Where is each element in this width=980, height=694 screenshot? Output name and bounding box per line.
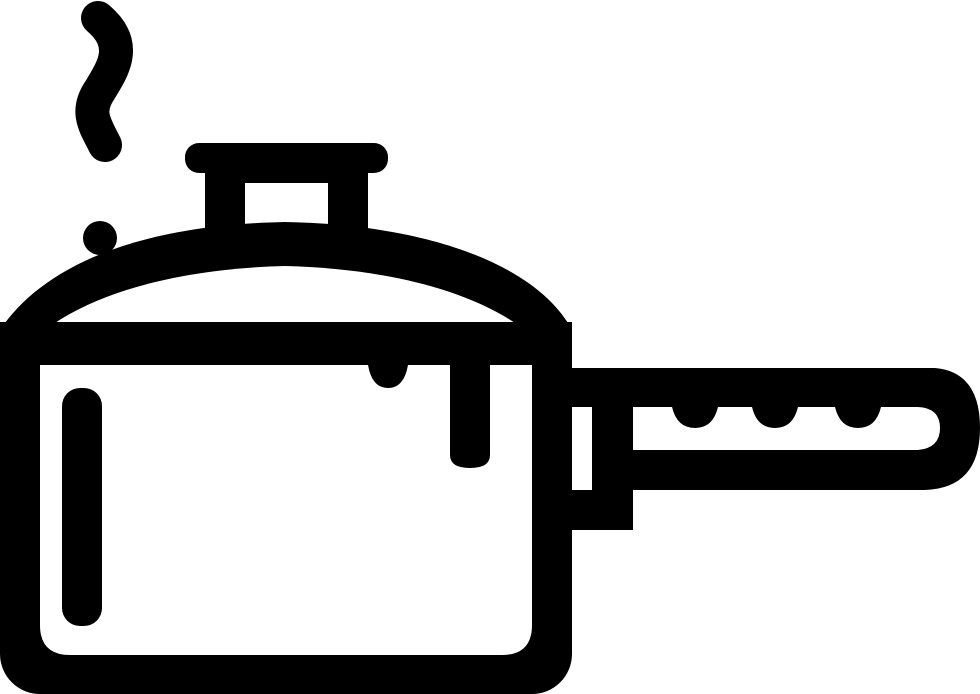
pot-body <box>0 322 572 694</box>
steam-drop-icon <box>83 221 117 255</box>
lid-knob <box>185 143 388 235</box>
steam-icon <box>75 1 133 162</box>
pot-handle <box>572 368 980 530</box>
pot-highlight <box>62 388 102 626</box>
